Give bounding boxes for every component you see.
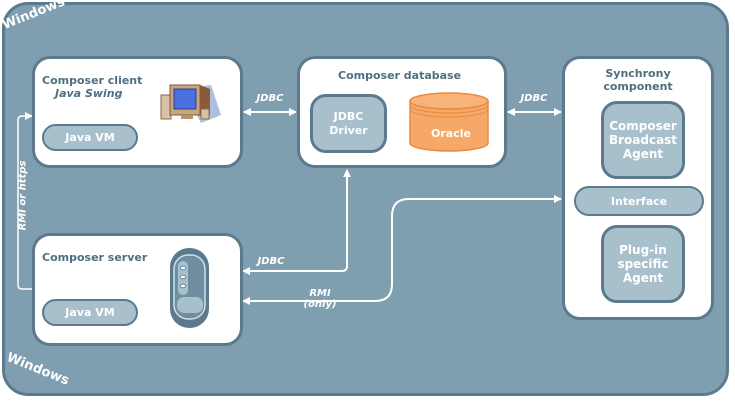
composer-database-title: Composer database xyxy=(338,69,462,82)
composer-server-box: Composer server Java VM xyxy=(32,233,243,346)
plugin-specific-agent: Plug-in specific Agent xyxy=(601,225,685,303)
client-java-vm: Java VM xyxy=(42,124,138,151)
synchrony-title: Synchrony component xyxy=(565,67,711,93)
jdbc-driver-line1: JDBC xyxy=(333,109,364,123)
composer-server-title: Composer server xyxy=(42,251,148,264)
plugin-agent-line2: specific xyxy=(617,257,669,271)
server-sync-protocol-label: RMI (only) xyxy=(300,288,340,310)
client-server-arrow xyxy=(17,112,33,290)
synchrony-component-box: Synchrony component Composer Broadcast A… xyxy=(562,56,714,320)
composer-client-subtitle: Java Swing xyxy=(55,87,123,100)
synchrony-title-line2: component xyxy=(603,80,673,93)
composer-database-box: Composer database JDBC Driver Oracle xyxy=(297,56,507,168)
desktop-computer-icon xyxy=(160,84,221,123)
server-sync-protocol-line1: RMI xyxy=(309,288,331,299)
server-tower-icon xyxy=(170,248,209,328)
composer-client-box: Composer client Java Swing Java VM xyxy=(32,56,243,168)
composer-client-title: Composer client xyxy=(42,74,143,87)
oracle-database-icon xyxy=(409,92,489,152)
server-java-vm: Java VM xyxy=(42,299,138,326)
synchrony-title-line1: Synchrony xyxy=(605,67,671,80)
server-db-protocol-label: JDBC xyxy=(257,256,285,267)
plugin-agent-line1: Plug-in xyxy=(619,243,667,257)
client-server-protocol-label: RMI or https xyxy=(17,160,29,231)
plugin-agent-line3: Agent xyxy=(622,271,664,285)
server-sync-protocol-line2: (only) xyxy=(303,299,337,310)
jdbc-driver-box: JDBC Driver xyxy=(310,94,387,153)
jdbc-driver-line2: Driver xyxy=(329,123,368,137)
server-sync-arrow xyxy=(242,195,562,305)
composer-broadcast-agent: Composer Broadcast Agent xyxy=(601,101,685,179)
broadcast-agent-line2: Broadcast xyxy=(608,133,678,147)
oracle-label: Oracle xyxy=(431,127,471,140)
interface-pill: Interface xyxy=(574,186,704,216)
client-db-protocol-label: JDBC xyxy=(256,93,284,104)
broadcast-agent-line3: Agent xyxy=(622,147,664,161)
db-sync-protocol-label: JDBC xyxy=(520,93,548,104)
broadcast-agent-line1: Composer xyxy=(609,119,677,133)
